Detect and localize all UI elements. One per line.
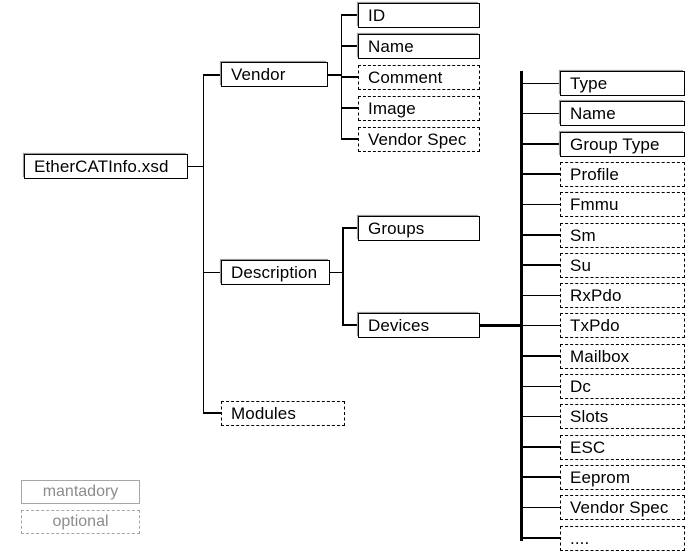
node-vendor-id[interactable]: ID [358, 3, 480, 28]
node-root-ethercatinfo-xsd[interactable]: EtherCATInfo.xsd [24, 154, 188, 179]
connector-to-device-vendor-spec [521, 506, 560, 509]
node-groups[interactable]: Groups [358, 216, 480, 241]
connector-to-fmmu [521, 203, 560, 206]
connector-devices-trunk [520, 71, 523, 541]
node-label: ID [368, 6, 386, 25]
connector-to-type [521, 82, 560, 85]
node-device-rxpdo[interactable]: RxPdo [560, 283, 685, 309]
connector-to-modules [202, 412, 222, 414]
node-vendor[interactable]: Vendor [221, 62, 328, 87]
connector-to-devices [342, 324, 358, 326]
node-label: Group Type [570, 134, 660, 154]
node-label: TxPdo [570, 316, 620, 336]
connector-to-id [340, 14, 359, 16]
node-label: Type [570, 74, 608, 93]
node-device-type[interactable]: Type [560, 71, 685, 96]
node-device-txpdo[interactable]: TxPdo [560, 313, 685, 339]
node-label: Groups [368, 219, 425, 238]
node-vendor-comment[interactable]: Comment [358, 65, 480, 90]
legend-label: mantadory [42, 483, 119, 500]
connector-to-rxpdo [521, 294, 560, 297]
node-device-name[interactable]: Name [560, 101, 685, 127]
node-label: Profile [570, 164, 619, 184]
node-device-profile[interactable]: Profile [560, 161, 685, 187]
node-label: Name [368, 37, 414, 56]
connector-to-device-name [521, 112, 560, 115]
connector-to-group-type [521, 143, 560, 145]
node-label: Name [570, 104, 616, 124]
node-vendor-spec[interactable]: Vendor Spec [358, 127, 480, 152]
node-device-vendor-spec[interactable]: Vendor Spec [560, 495, 685, 521]
connector-to-mailbox [521, 355, 560, 357]
node-label: Devices [368, 316, 430, 335]
node-devices[interactable]: Devices [358, 313, 480, 338]
connector-to-sm [521, 234, 560, 236]
connector-devices-stub [480, 324, 523, 327]
node-label: Vendor Spec [368, 130, 467, 149]
node-vendor-image[interactable]: Image [358, 96, 480, 121]
connector-to-slots [521, 415, 560, 418]
node-device-sm[interactable]: Sm [560, 222, 685, 248]
node-label: Modules [231, 404, 296, 423]
node-device-mailbox[interactable]: Mailbox [560, 343, 685, 369]
connector-to-comment [340, 76, 359, 78]
connector-description-trunk [342, 228, 344, 326]
node-device-eeprom[interactable]: Eeprom [560, 464, 685, 490]
connector-to-profile [521, 173, 560, 175]
node-device-fmmu[interactable]: Fmmu [560, 192, 685, 218]
connector-to-esc [521, 446, 560, 448]
connector-to-eeprom [521, 476, 560, 478]
connector-to-vendor-name [340, 45, 359, 47]
node-label: Dc [570, 377, 591, 396]
connector-to-ellipsis [521, 537, 560, 539]
connector-to-dc [521, 385, 560, 388]
node-label: Fmmu [570, 195, 619, 215]
connector-vendor-stub [328, 74, 342, 76]
connector-description-stub [330, 271, 343, 274]
node-label: Su [570, 255, 591, 275]
node-label: EtherCATInfo.xsd [34, 157, 169, 176]
node-label: Sm [570, 225, 596, 245]
node-label: Eeprom [570, 467, 631, 487]
node-device-dc[interactable]: Dc [560, 374, 685, 399]
connector-to-txpdo [521, 324, 560, 327]
legend-optional: optional [21, 510, 140, 534]
legend-mandatory: mantadory [21, 480, 140, 504]
connector-to-description [202, 271, 222, 274]
connector-to-vendor-spec [340, 138, 359, 140]
node-device-slots[interactable]: Slots [560, 404, 685, 430]
connector-to-image [340, 107, 359, 109]
node-device-su[interactable]: Su [560, 252, 685, 278]
node-device-esc[interactable]: ESC [560, 434, 685, 460]
node-label: ESC [570, 437, 606, 457]
node-label: Vendor [231, 65, 286, 84]
node-label: Description [231, 263, 318, 282]
node-modules[interactable]: Modules [221, 401, 345, 426]
node-device-ellipsis[interactable]: .... [560, 525, 685, 551]
node-label: Vendor Spec [570, 498, 669, 518]
node-label: Comment [368, 68, 443, 87]
node-label: .... [570, 528, 590, 548]
node-device-group-type[interactable]: Group Type [560, 131, 685, 157]
connector-root-stub [188, 165, 204, 168]
node-label: RxPdo [570, 286, 622, 306]
connector-to-groups [342, 227, 358, 229]
node-label: Image [368, 99, 416, 118]
connector-to-vendor [202, 74, 222, 76]
connector-main-trunk [202, 75, 205, 414]
connector-to-su [521, 264, 560, 266]
node-description[interactable]: Description [221, 260, 330, 285]
node-label: Slots [570, 407, 609, 427]
legend-label: optional [52, 513, 109, 530]
node-vendor-name[interactable]: Name [358, 34, 480, 59]
node-label: Mailbox [570, 346, 630, 366]
